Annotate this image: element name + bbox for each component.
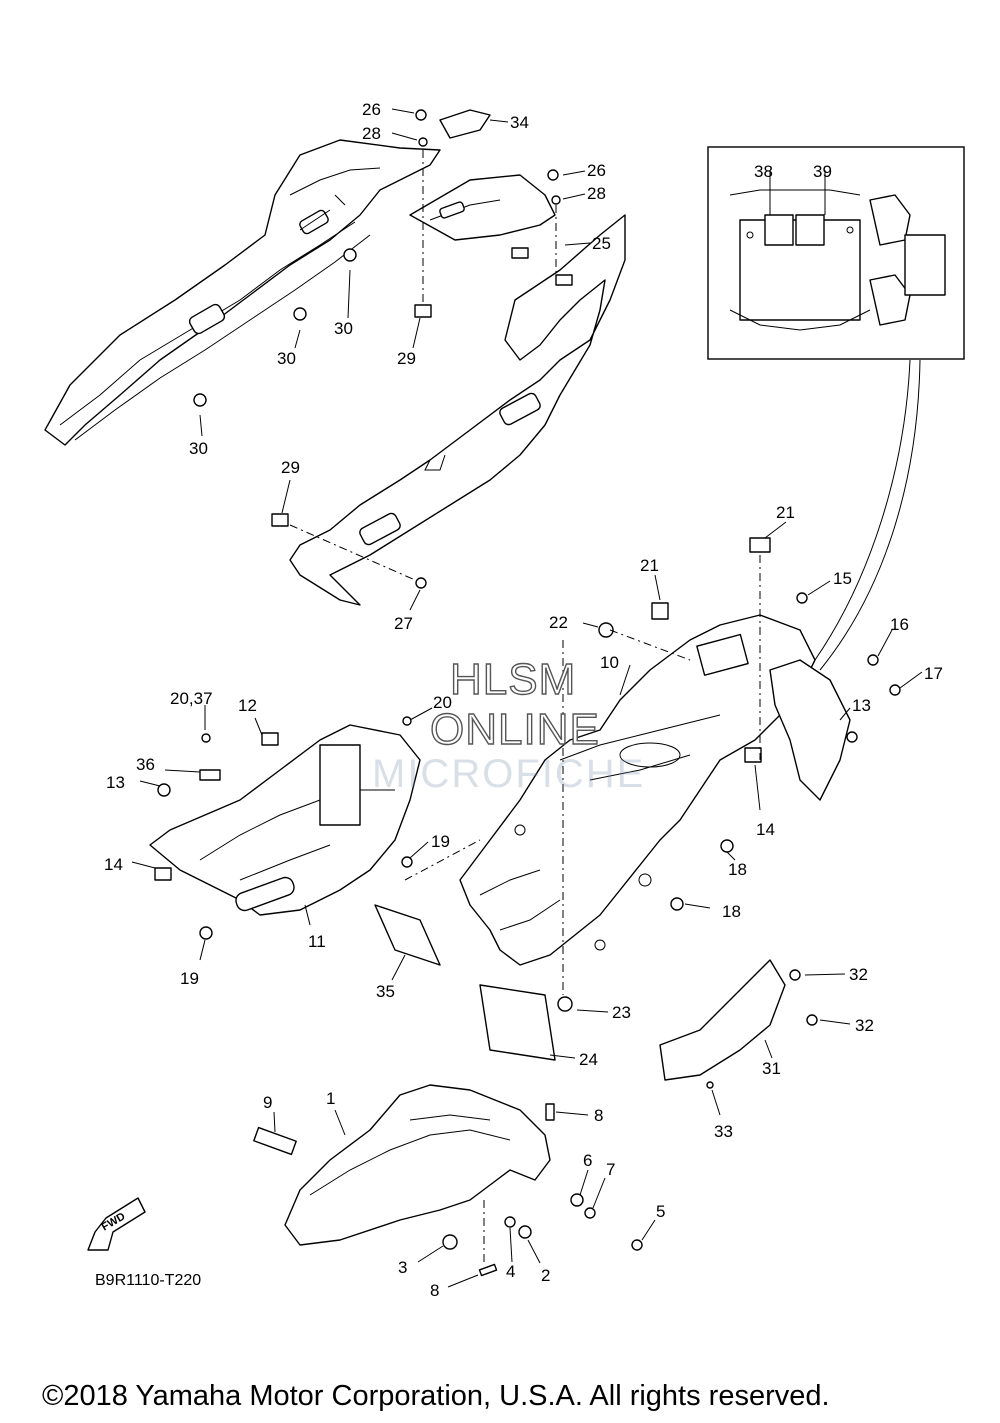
callout-14: 14 xyxy=(756,820,775,839)
callout-32: 32 xyxy=(855,1016,874,1035)
side-cover-left-part xyxy=(44,139,441,446)
callout-6: 6 xyxy=(583,1151,593,1170)
callout-32: 32 xyxy=(849,965,868,984)
callout-12: 12 xyxy=(238,696,257,715)
callout-26: 26 xyxy=(587,161,606,180)
front-fender-part xyxy=(284,1084,551,1246)
tail-cover-part xyxy=(289,174,626,606)
battery-box-part xyxy=(149,724,421,916)
callout-27: 27 xyxy=(394,614,413,633)
callout-34: 34 xyxy=(510,113,529,132)
callout-18: 18 xyxy=(728,860,747,879)
callout-10: 10 xyxy=(600,653,619,672)
inset-view xyxy=(707,146,965,360)
callout-4: 4 xyxy=(506,1262,516,1281)
callout-30: 30 xyxy=(277,349,296,368)
callout-17: 17 xyxy=(924,664,943,683)
watermark-line3: MICROFICHE xyxy=(372,752,646,796)
label-9-part xyxy=(253,1126,297,1156)
callout-14: 14 xyxy=(104,855,123,874)
cover-31-part xyxy=(659,959,786,1081)
callout-21: 21 xyxy=(640,556,659,575)
callout-22: 22 xyxy=(549,613,568,632)
callout-30: 30 xyxy=(189,439,208,458)
callout-38: 38 xyxy=(754,162,773,181)
callout-13: 13 xyxy=(106,773,125,792)
callout-15: 15 xyxy=(833,569,852,588)
reflector-35-part xyxy=(374,904,441,966)
mud-flap-24-part xyxy=(479,984,556,1061)
callout-7: 7 xyxy=(606,1160,616,1179)
callout-28: 28 xyxy=(587,184,606,203)
callout-19: 19 xyxy=(431,832,450,851)
callout-35: 35 xyxy=(376,982,395,1001)
callout-21: 21 xyxy=(776,503,795,522)
rear-fender-part xyxy=(459,614,851,966)
callout-33: 33 xyxy=(714,1122,733,1141)
callout-31: 31 xyxy=(762,1059,781,1078)
callout-25: 25 xyxy=(592,234,611,253)
callout-20: 20 xyxy=(433,693,452,712)
leader-lines xyxy=(131,108,923,1288)
callout-19: 19 xyxy=(180,969,199,988)
callout-5: 5 xyxy=(656,1202,666,1221)
callout-16: 16 xyxy=(890,615,909,634)
callout-13: 13 xyxy=(852,696,871,715)
callout-3: 3 xyxy=(398,1258,408,1277)
callout-24: 24 xyxy=(579,1050,598,1069)
watermark-line2: ONLINE xyxy=(429,704,600,754)
callout-1: 1 xyxy=(326,1089,336,1108)
callout-39: 39 xyxy=(813,162,832,181)
copyright-notice: ©2018 Yamaha Motor Corporation, U.S.A. A… xyxy=(42,1380,830,1412)
callout-11: 11 xyxy=(308,932,326,951)
callout-36: 36 xyxy=(136,755,155,774)
callout-29: 29 xyxy=(397,349,416,368)
callout-26: 26 xyxy=(362,100,381,119)
callout-8: 8 xyxy=(594,1106,604,1125)
fwd-arrow xyxy=(87,1197,146,1251)
callout-28: 28 xyxy=(362,124,381,143)
callout-30: 30 xyxy=(334,319,353,338)
callout-23: 23 xyxy=(612,1003,631,1022)
callout-20-37: 20,37 xyxy=(170,689,213,708)
watermark-line1: HLSM xyxy=(449,654,577,704)
callout-8: 8 xyxy=(430,1281,440,1300)
callout-18: 18 xyxy=(722,902,741,921)
callout-2: 2 xyxy=(541,1266,551,1285)
fasteners xyxy=(154,109,901,1277)
callout-9: 9 xyxy=(263,1093,273,1112)
diagram-code: B9R1110-T220 xyxy=(95,1272,202,1289)
callout-29: 29 xyxy=(281,458,300,477)
